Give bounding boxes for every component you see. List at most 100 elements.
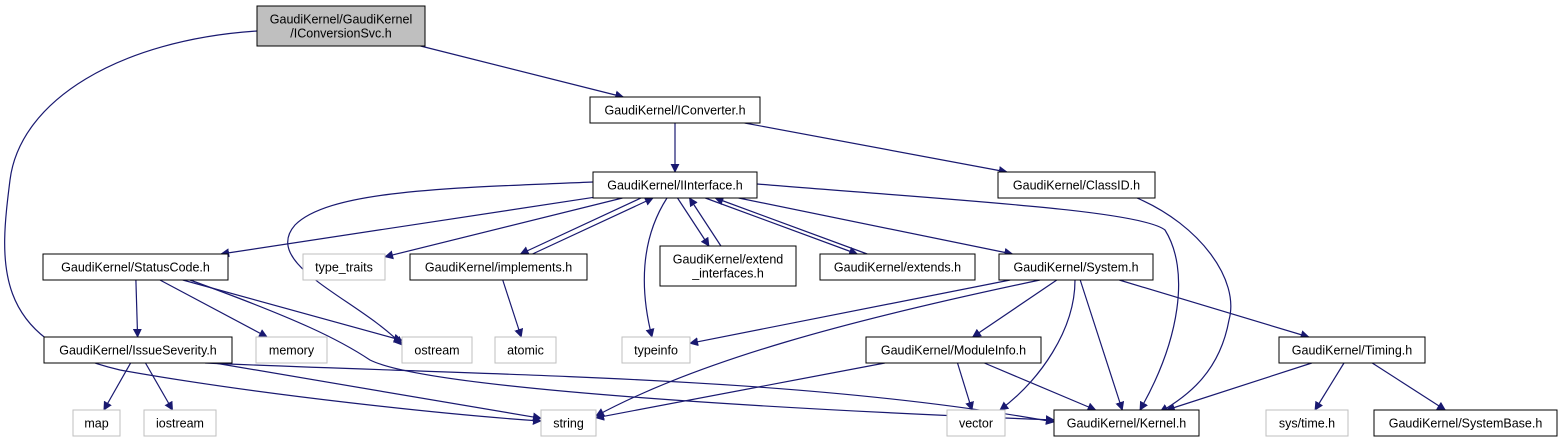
node-statuscode[interactable]: GaudiKernel/StatusCode.h	[42, 253, 229, 281]
edge-moduleinfo-to-kernel	[984, 362, 1097, 411]
node-label: _interfaces.h	[691, 267, 764, 281]
node-label: GaudiKernel/SystemBase.h	[1389, 417, 1543, 431]
node-box	[256, 5, 426, 47]
edge-timing-to-systime	[1314, 362, 1345, 411]
node-label: GaudiKernel/System.h	[1013, 261, 1138, 275]
node-map: map	[72, 409, 121, 437]
edge-iinterface-to-type_traits	[384, 197, 623, 260]
node-extend_interfaces[interactable]: GaudiKernel/extend_interfaces.h	[659, 245, 797, 287]
edge-moduleinfo-to-string	[595, 362, 886, 421]
node-label: sys/time.h	[1279, 417, 1335, 431]
node-box	[819, 253, 976, 281]
edge-system-to-typeinfo	[689, 279, 1011, 347]
edge-iinterface-to-extend_interfaces	[677, 197, 710, 247]
edge-implements-to-iinterface	[532, 197, 654, 255]
edge-classid-to-kernel	[1136, 197, 1232, 413]
node-label: map	[84, 417, 108, 431]
node-box	[589, 96, 761, 124]
node-iconverter[interactable]: GaudiKernel/IConverter.h	[589, 96, 761, 124]
edge-iinterface-to-implements	[519, 197, 642, 255]
edges-layer	[4, 30, 1447, 425]
node-iinterface[interactable]: GaudiKernel/IInterface.h	[592, 171, 758, 199]
node-label: type_traits	[315, 261, 373, 275]
node-label: string	[553, 417, 584, 431]
edge-system-to-timing	[1119, 279, 1310, 339]
node-label: iostream	[156, 417, 204, 431]
node-issueseverity[interactable]: GaudiKernel/IssueSeverity.h	[43, 336, 233, 364]
node-system[interactable]: GaudiKernel/System.h	[998, 253, 1154, 281]
node-label: GaudiKernel/ClassID.h	[1013, 179, 1140, 193]
node-classid[interactable]: GaudiKernel/ClassID.h	[997, 171, 1156, 199]
node-box	[494, 336, 557, 364]
node-box	[592, 171, 758, 199]
node-box	[1278, 336, 1426, 364]
node-label: GaudiKernel/extends.h	[834, 261, 961, 275]
node-box	[255, 336, 328, 364]
node-extends[interactable]: GaudiKernel/extends.h	[819, 253, 976, 281]
edge-iconverter-to-classid	[744, 122, 1008, 175]
edge-statuscode-to-ostream	[182, 279, 403, 343]
node-label: GaudiKernel/ModuleInfo.h	[881, 344, 1026, 358]
edge-system-to-string	[595, 279, 1041, 417]
node-box	[865, 336, 1042, 364]
node-box	[1373, 409, 1558, 437]
node-box	[72, 409, 121, 437]
node-memory: memory	[255, 336, 328, 364]
node-moduleinfo[interactable]: GaudiKernel/ModuleInfo.h	[865, 336, 1042, 364]
node-label: vector	[959, 417, 993, 431]
edge-statuscode-to-issueseverity	[132, 279, 142, 338]
edge-issueseverity-to-kernel	[204, 362, 1055, 425]
edge-extends-to-iinterface	[714, 196, 868, 255]
edge-statuscode-to-memory	[159, 279, 268, 338]
edge-iinterface-to-kernel	[756, 183, 1180, 411]
edge-extend_interfaces-to-iinterface	[689, 197, 722, 247]
node-label: GaudiKernel/Kernel.h	[1067, 417, 1187, 431]
node-label: GaudiKernel/StatusCode.h	[61, 261, 210, 275]
nodes-layer: GaudiKernel/GaudiKernel/IConversionSvc.h…	[42, 5, 1558, 437]
edge-implements-to-atomic	[502, 279, 524, 338]
node-label: GaudiKernel/implements.h	[425, 261, 572, 275]
node-box	[43, 336, 233, 364]
node-box	[540, 409, 597, 437]
edge-system-to-vector	[999, 279, 1076, 411]
node-ostream: ostream	[401, 336, 473, 364]
edge-issueseverity-to-string	[214, 362, 542, 422]
node-label: GaudiKernel/Timing.h	[1292, 344, 1412, 358]
node-box	[42, 253, 229, 281]
edge-statuscode-to-kernel	[189, 279, 1055, 425]
node-systembase[interactable]: GaudiKernel/SystemBase.h	[1373, 409, 1558, 437]
node-box	[946, 409, 1006, 437]
node-timing[interactable]: GaudiKernel/Timing.h	[1278, 336, 1426, 364]
edge-root-to-iconverter	[420, 45, 625, 100]
edge-iinterface-to-ostream	[287, 181, 594, 346]
node-vector: vector	[946, 409, 1006, 437]
node-box	[621, 336, 691, 364]
edge-iinterface-to-statuscode	[220, 196, 594, 258]
edge-system-to-kernel	[1079, 279, 1125, 411]
node-typeinfo: typeinfo	[621, 336, 691, 364]
node-box	[998, 253, 1154, 281]
edge-timing-to-kernel	[1165, 362, 1313, 412]
node-box	[401, 336, 473, 364]
node-box	[1265, 409, 1349, 437]
node-systime: sys/time.h	[1265, 409, 1349, 437]
node-label: GaudiKernel/IssueSeverity.h	[59, 344, 217, 358]
node-root[interactable]: GaudiKernel/GaudiKernel/IConversionSvc.h	[256, 5, 426, 47]
node-iostream: iostream	[143, 409, 217, 437]
node-type_traits: type_traits	[302, 253, 386, 281]
edge-root-to-string	[4, 30, 542, 425]
node-label: /IConversionSvc.h	[290, 27, 391, 41]
node-box	[143, 409, 217, 437]
node-label: GaudiKernel/extend	[673, 253, 784, 267]
node-box	[302, 253, 386, 281]
node-label: GaudiKernel/GaudiKernel	[270, 13, 412, 27]
edge-iinterface-to-extends	[705, 197, 859, 256]
edge-system-to-moduleinfo	[971, 279, 1058, 338]
node-box	[997, 171, 1156, 199]
node-atomic: atomic	[494, 336, 557, 364]
node-kernel[interactable]: GaudiKernel/Kernel.h	[1053, 409, 1200, 437]
node-implements[interactable]: GaudiKernel/implements.h	[409, 253, 588, 281]
node-label: ostream	[414, 344, 459, 358]
node-box	[1053, 409, 1200, 437]
